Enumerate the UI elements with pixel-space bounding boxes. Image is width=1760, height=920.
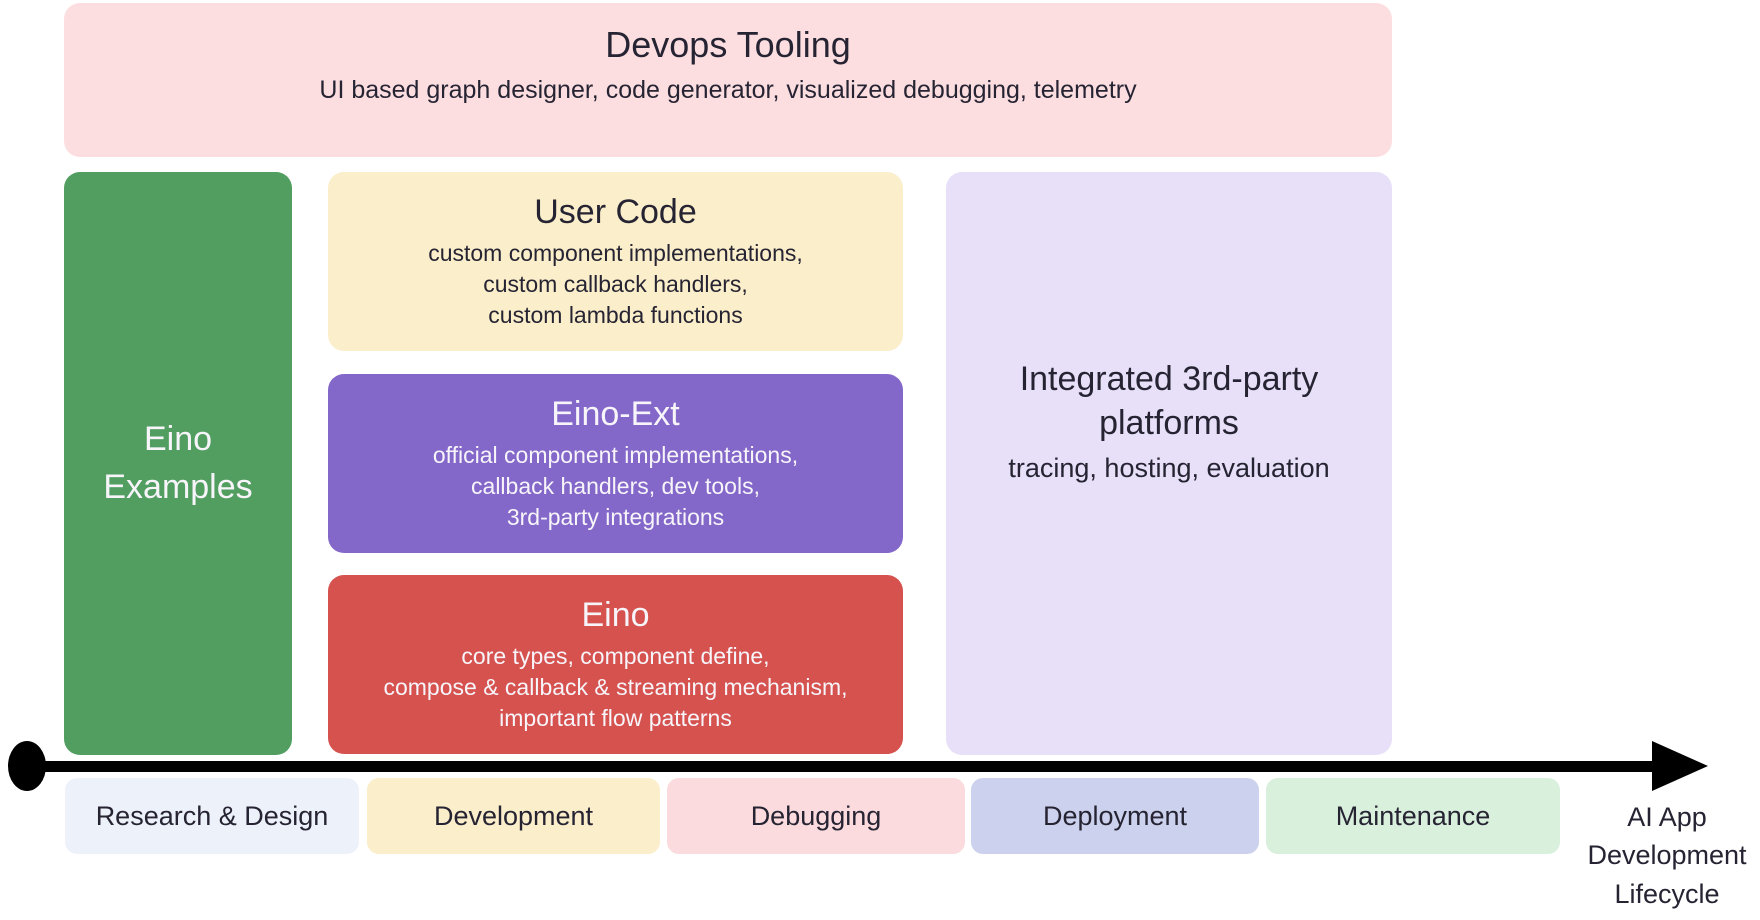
- eino-core-line: core types, component define,: [461, 642, 770, 669]
- stage-label: Deployment: [1042, 800, 1188, 831]
- devops-tooling-box: Devops Tooling UI based graph designer, …: [64, 3, 1392, 157]
- eino-core-title: Eino: [581, 595, 650, 634]
- eino-examples-title: Eino Examples: [103, 419, 253, 506]
- stage-deployment: Deployment: [971, 778, 1259, 854]
- third-party-platforms-box: Integrated 3rd-party platforms tracing, …: [946, 172, 1392, 755]
- devops-tooling-subtitle: UI based graph designer, code generator,…: [319, 76, 1137, 105]
- stage-label: Debugging: [750, 800, 882, 831]
- stage-debugging: Debugging: [667, 778, 965, 854]
- eino-ext-title: Eino-Ext: [551, 394, 680, 433]
- devops-tooling-title: Devops Tooling: [605, 24, 851, 66]
- eino-core-line: important flow patterns: [499, 705, 732, 732]
- eino-ext-box: Eino-Ext official component implementati…: [328, 374, 903, 553]
- user-code-title: User Code: [534, 192, 697, 231]
- third-party-platforms-title: Integrated 3rd-party platforms: [1019, 359, 1319, 442]
- timeline-arrowhead-icon: [1652, 741, 1708, 791]
- eino-ext-line: callback handlers, dev tools,: [471, 472, 760, 499]
- third-party-platforms-subtitle: tracing, hosting, evaluation: [1008, 453, 1330, 484]
- stage-research-design: Research & Design: [65, 778, 359, 854]
- stage-label: Development: [433, 800, 594, 831]
- eino-core-box: Eino core types, component define, compo…: [328, 575, 903, 754]
- user-code-line: custom callback handlers,: [483, 270, 748, 297]
- stage-development: Development: [367, 778, 660, 854]
- stage-maintenance: Maintenance: [1266, 778, 1560, 854]
- timeline-arrow-line: [26, 761, 1658, 772]
- stage-label: Research & Design: [95, 800, 329, 831]
- eino-examples-box: Eino Examples: [64, 172, 292, 755]
- user-code-line: custom component implementations,: [428, 239, 803, 266]
- user-code-line: custom lambda functions: [488, 302, 743, 329]
- eino-ext-line: official component implementations,: [432, 441, 799, 468]
- eino-core-line: compose & callback & streaming mechanism…: [383, 673, 848, 700]
- stage-label: Maintenance: [1335, 800, 1491, 831]
- eino-ext-line: 3rd-party integrations: [506, 504, 725, 531]
- user-code-box: User Code custom component implementatio…: [328, 172, 903, 351]
- timeline-axis-label: AI App Development Lifecycle: [1587, 802, 1747, 909]
